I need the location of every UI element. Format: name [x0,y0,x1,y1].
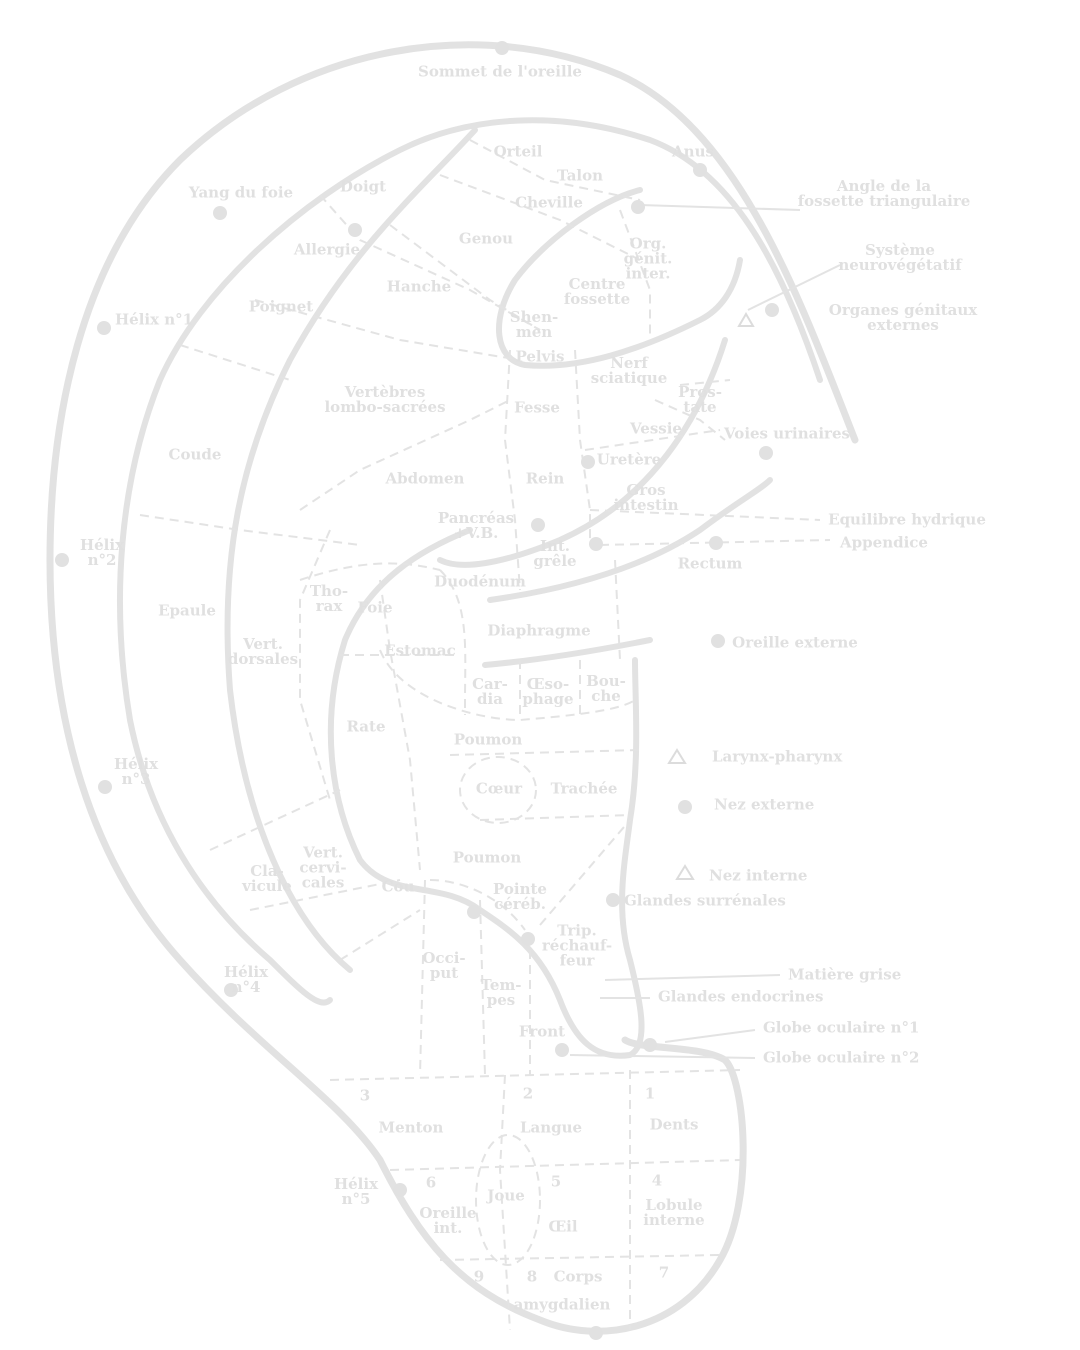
label-corps: Corps [554,1270,603,1285]
label-sommet: Sommet de l'oreille [418,65,582,80]
label-glandes-surrenales: Glandes surrénales [624,894,786,909]
label-voies-urinaires: Voies urinaires [724,427,850,442]
label-systeme-neuro: Système neurovégétatif [838,243,961,273]
label-yang-foie: Yang du foie [189,186,293,201]
label-anus: Anus [672,145,714,160]
label-bouche: Bou- che [586,674,626,704]
label-cardia: Car- dia [472,677,508,707]
label-cou: Cou [382,880,415,895]
label-lobule-interne: Lobule interne [643,1198,704,1228]
label-n8: 8 [527,1270,537,1285]
label-rectum: Rectum [678,557,743,572]
label-joue: Joue [487,1189,525,1204]
ear-outer-outline [50,45,855,1331]
label-n2: 2 [523,1087,533,1102]
label-cheville: Cheville [515,196,583,211]
label-org-genit-inter: Org. génit. inter. [624,237,673,282]
label-int-grele: Int. grêle [533,539,576,569]
label-dents: Dents [650,1118,699,1133]
label-pelvis: Pelvis [516,350,565,365]
label-n6: 6 [426,1176,436,1191]
label-epaule: Epaule [158,604,216,619]
label-angle-fossette: Angle de la fossette triangulaire [798,179,971,209]
label-abdomen: Abdomen [386,472,465,487]
label-estomac: Estomac [384,644,456,659]
label-oesophage: Œso- phage [522,677,573,707]
label-trip-rechauffeur: Trip. réchauf- feur [542,924,612,969]
label-duodenum: Duodénum [434,575,526,590]
label-n1: 1 [645,1087,655,1102]
label-vessie: Vessie [630,422,682,437]
label-helix1: Hélix n°1 [115,313,193,328]
label-shenmen: Shen- men [510,310,558,340]
label-occiput: Occi- put [422,951,465,981]
label-vert-cervicales: Vert. cervi- cales [299,846,346,891]
label-orteil: Orteil [494,145,543,160]
label-n4: 4 [652,1174,662,1189]
label-matiere-grise: Matière grise [788,968,901,983]
label-front: Front [519,1025,565,1040]
label-uretere: Uretère [597,453,661,468]
label-pointe-cereb: Pointe céréb. [493,882,547,912]
label-helix3: Hélix n°3 [114,757,158,787]
label-langue: Langue [520,1121,582,1136]
label-pancreas: Pancréas +V.B. [438,511,514,541]
label-poumon1: Poumon [454,733,523,748]
label-coeur: Cœur [476,782,522,797]
label-n9: 9 [474,1270,484,1285]
label-n3: 3 [360,1089,370,1104]
label-hanche: Hanche [387,280,451,295]
label-coude: Coude [169,448,222,463]
label-vertebres-lombo: Vertèbres lombo-sacrées [324,385,445,415]
label-nez-externe: Nez externe [714,798,814,813]
label-amygdalien: amygdalien [514,1298,611,1313]
label-foie: Foie [357,601,392,616]
label-nez-interne: Nez interne [709,869,807,884]
label-larynx: Larynx-pharynx [712,750,842,765]
label-n7: 7 [659,1266,669,1281]
label-centre-fossette: Centre fossette [564,277,630,307]
label-organes-genitaux-ext: Organes génitaux externes [829,303,977,333]
label-doigt: Doigt [340,180,386,195]
label-rate: Rate [346,720,385,735]
label-allergie: Allergie [294,243,360,258]
label-helix2: Hélix n°2 [80,538,124,568]
label-tempes: Tem- pes [480,978,521,1008]
label-talon: Talon [557,169,603,184]
label-glandes-endocrines: Glandes endocrines [658,990,823,1005]
label-globe2: Globe oculaire n°2 [763,1051,919,1066]
label-nerf-sciatique: Nerf sciatique [591,356,668,386]
label-genou: Genou [459,232,513,247]
helix-crus-lower [485,640,650,665]
label-rein: Rein [526,472,565,487]
label-prostate: Pros- tate [678,385,722,415]
label-vert-dorsales: Vert. dorsales [228,637,298,667]
label-fesse: Fesse [514,401,560,416]
label-gros-intestin: Gros intestin [613,483,678,513]
label-helix5: Hélix n°5 [334,1177,378,1207]
label-diaphragme: Diaphragme [487,624,590,639]
label-poumon2: Poumon [453,851,522,866]
label-n5: 5 [551,1175,561,1190]
label-oreille-externe: Oreille externe [732,636,858,651]
label-poignet: Poignet [249,300,313,315]
label-equilibre-hydrique: Equilibre hydrique [828,513,986,528]
label-thorax: Tho- rax [310,584,348,614]
label-appendice: Appendice [840,536,928,551]
label-clavicule: Cla- vicule [242,864,292,894]
label-trachee: Trachée [551,782,618,797]
label-helix4: Hélix n°4 [224,965,268,995]
label-menton: Menton [379,1121,444,1136]
label-oreille-int: Oreille int. [419,1206,476,1236]
label-oeil: Œil [548,1220,577,1235]
label-globe1: Globe oculaire n°1 [763,1021,919,1036]
